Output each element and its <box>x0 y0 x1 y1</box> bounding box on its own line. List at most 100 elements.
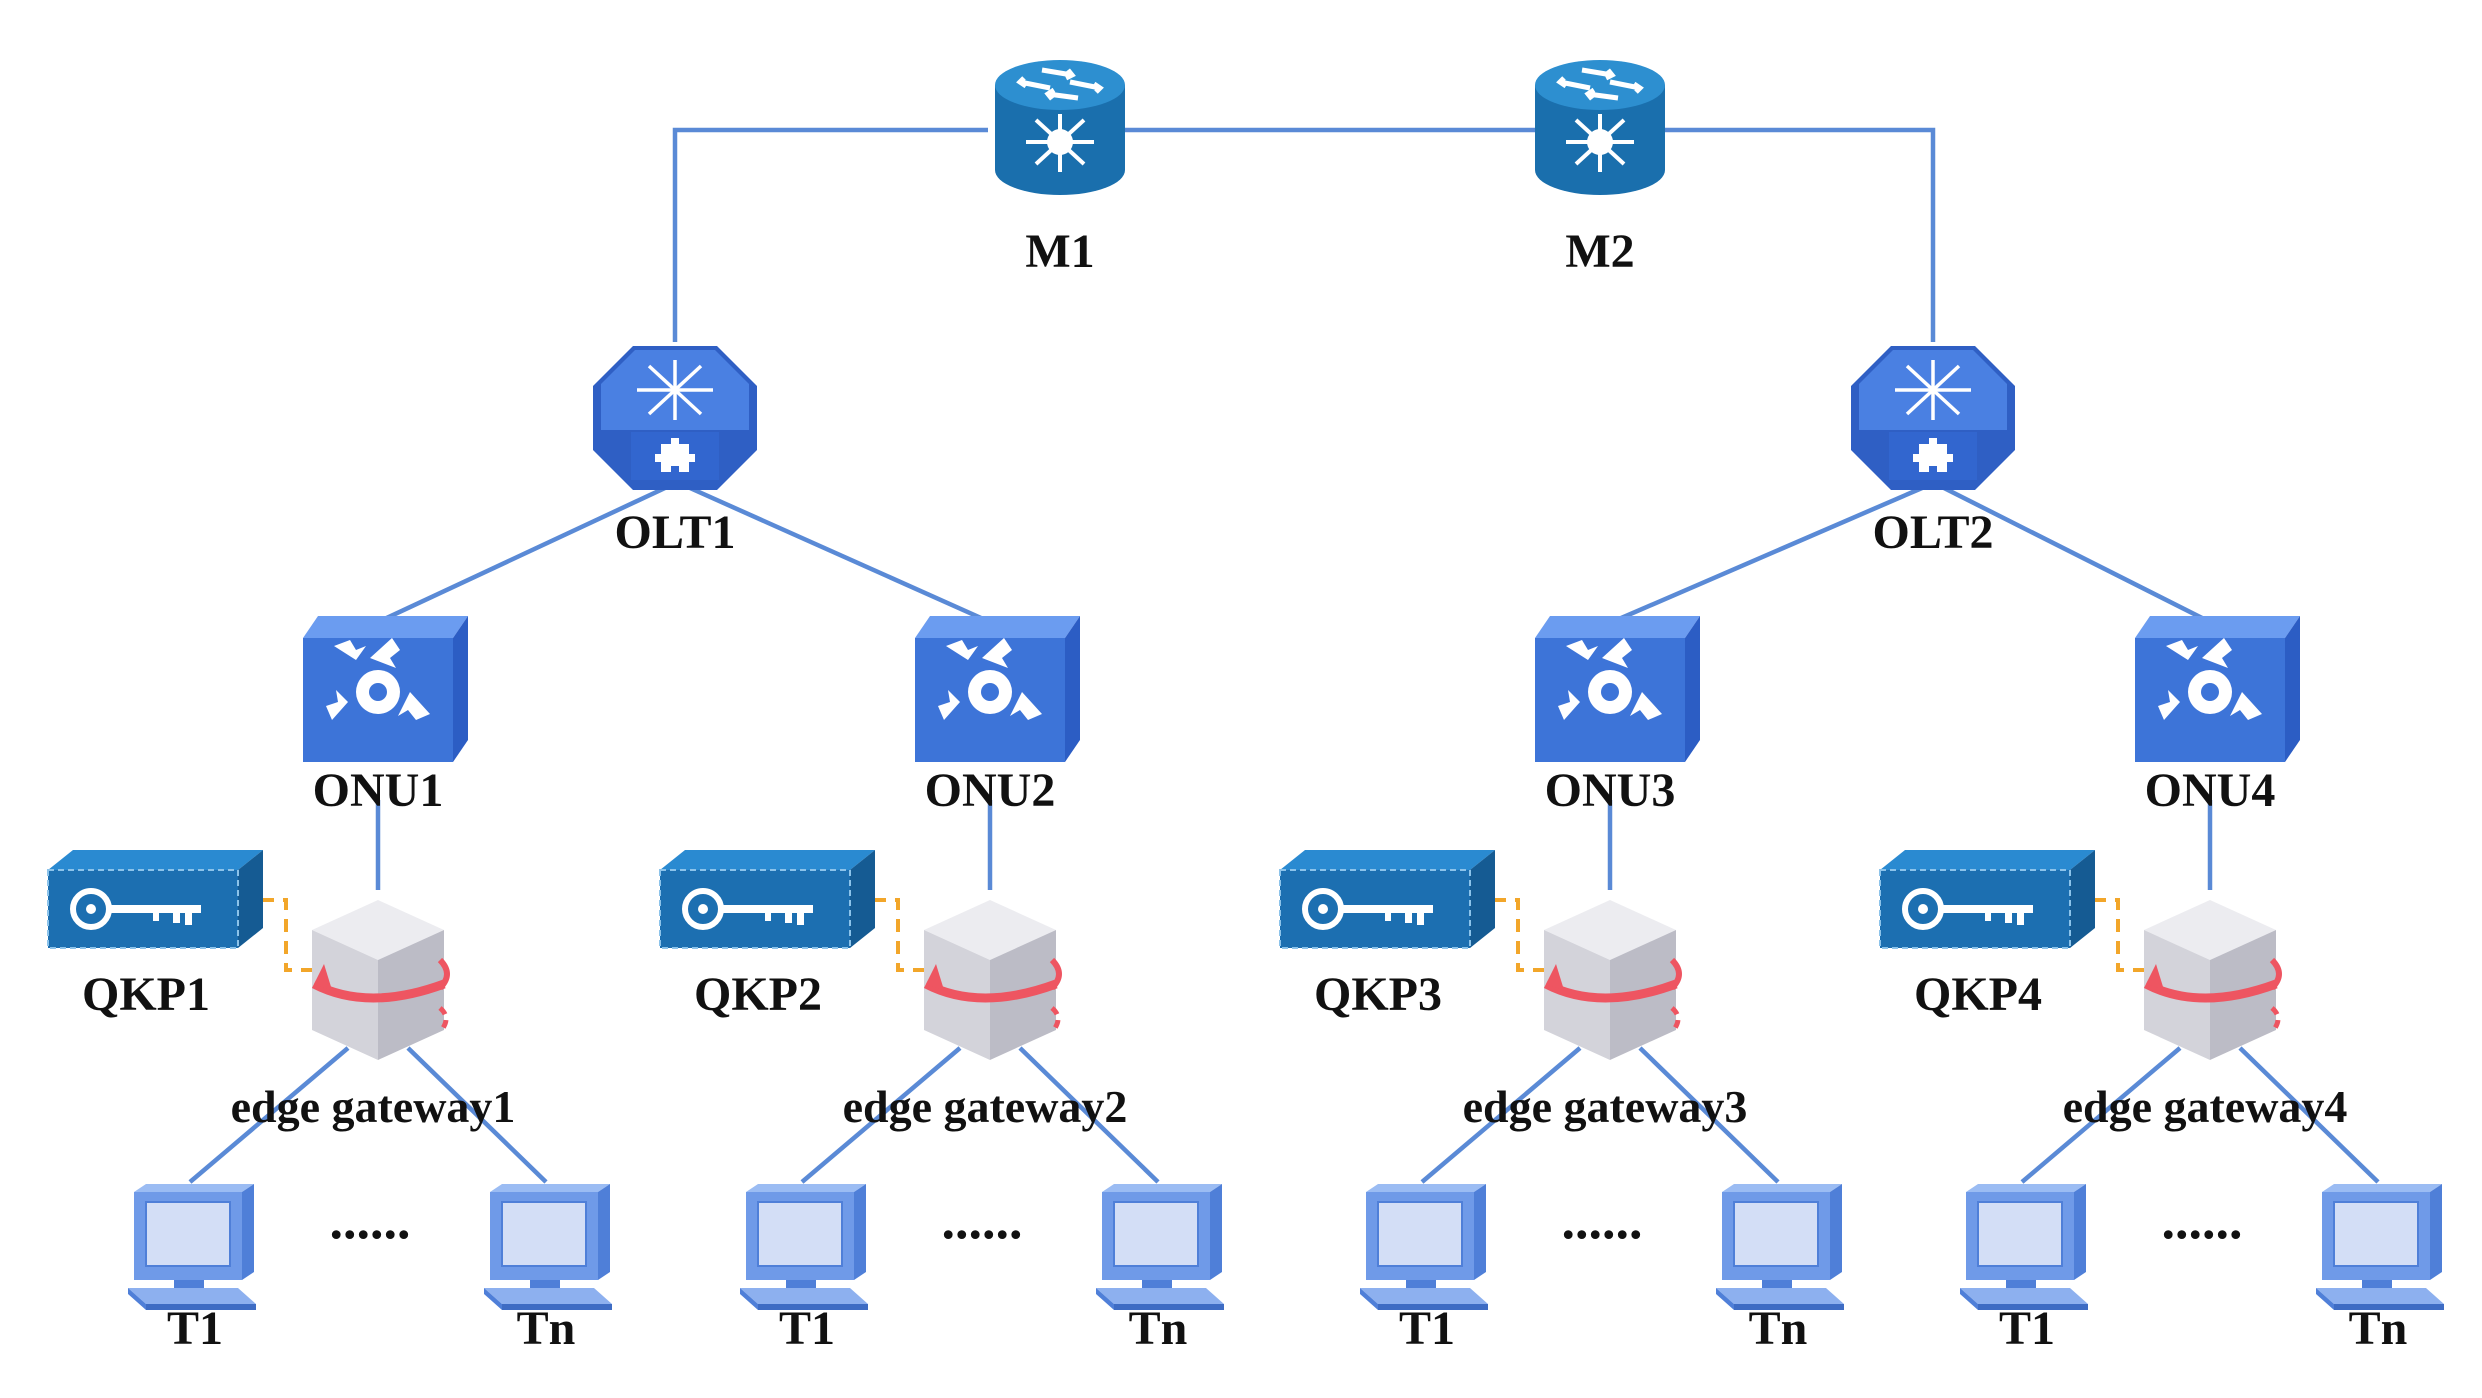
link-m2-olt2 <box>1644 127 1936 342</box>
qkp-icon <box>48 850 263 948</box>
terminal-ellipsis: ...... <box>2162 1190 2243 1250</box>
terminal-t1-label: T1 <box>1999 1302 2055 1355</box>
link-olt2-onu4 <box>1942 485 2212 625</box>
gateway-icon <box>924 900 1059 1060</box>
terminal-tn-label: Tn <box>517 1302 576 1355</box>
terminal-tn <box>1715 1183 1845 1311</box>
core-layer: M1 M2 <box>995 60 1665 278</box>
link-gateway-t1 <box>2020 1046 2182 1184</box>
terminal-tn-label: Tn <box>2349 1302 2408 1355</box>
terminal-tn <box>1095 1183 1225 1311</box>
terminal-icon <box>739 1183 869 1311</box>
olt-2 <box>1849 344 2017 492</box>
terminal-icon <box>1359 1183 1489 1311</box>
onu-device <box>2135 616 2300 762</box>
terminal-tn-label: Tn <box>1749 1302 1808 1355</box>
terminal-ellipsis: ...... <box>1562 1190 1643 1250</box>
edge-gateway-device <box>312 900 447 1060</box>
qkp-device <box>48 850 263 948</box>
onu-icon <box>2135 616 2300 762</box>
terminal-t1-label: T1 <box>779 1302 835 1355</box>
onu-label: ONU1 <box>313 764 444 817</box>
link-olt2-onu3 <box>1611 485 1923 625</box>
terminal-icon <box>127 1183 257 1311</box>
qkp-icon <box>660 850 875 948</box>
onu-device <box>1535 616 1700 762</box>
terminal-icon <box>1715 1183 1845 1311</box>
link-gateway-t1 <box>800 1046 962 1184</box>
terminal-icon <box>1959 1183 2089 1311</box>
qkp-label: QKP3 <box>1314 968 1442 1021</box>
gateway-icon <box>312 900 447 1060</box>
terminal-t1 <box>1959 1183 2089 1311</box>
router-icon <box>1535 60 1665 195</box>
gateway-icon <box>2144 900 2279 1060</box>
m1-label: M1 <box>1025 225 1094 278</box>
onu-icon <box>1535 616 1700 762</box>
core-router-m2 <box>1535 60 1665 195</box>
quantum-key-link <box>261 898 316 972</box>
terminal-t1-label: T1 <box>167 1302 223 1355</box>
olt2-label: OLT2 <box>1873 506 1994 559</box>
terminal-icon <box>2315 1183 2445 1311</box>
link-olt1-onu1 <box>377 485 666 625</box>
edge-gateway-label: edge gateway4 <box>2063 1081 2348 1132</box>
onu-icon <box>915 616 1080 762</box>
qkp-icon <box>1880 850 2095 948</box>
link-m1-olt1 <box>672 127 988 342</box>
link-gateway-tn <box>2238 1046 2380 1184</box>
qkp-device <box>1880 850 2095 948</box>
link-gateway-tn <box>406 1046 548 1184</box>
olt-1 <box>591 344 759 492</box>
network-links <box>377 127 2212 625</box>
edge-gateway-label: edge gateway3 <box>1463 1081 1748 1132</box>
qkp-device <box>1280 850 1495 948</box>
onu-icon <box>303 616 468 762</box>
onu-device <box>303 616 468 762</box>
quantum-key-link <box>1493 898 1548 972</box>
link-gateway-tn <box>1018 1046 1160 1184</box>
edge-gateway-device <box>1544 900 1679 1060</box>
qkp-label: QKP2 <box>694 968 822 1021</box>
edge-gateway-label: edge gateway1 <box>231 1081 516 1132</box>
olt1-label: OLT1 <box>615 506 736 559</box>
edge-gateway-device <box>2144 900 2279 1060</box>
core-router-m1 <box>995 60 1125 195</box>
terminal-icon <box>1095 1183 1225 1311</box>
link-gateway-tn <box>1638 1046 1780 1184</box>
edge-gateway-label: edge gateway2 <box>843 1081 1128 1132</box>
olt-switch-icon <box>1849 344 2017 492</box>
m2-label: M2 <box>1565 225 1634 278</box>
gateway-icon <box>1544 900 1679 1060</box>
quantum-key-link <box>873 898 928 972</box>
link-gateway-t1 <box>188 1046 350 1184</box>
onu-label: ONU4 <box>2145 764 2276 817</box>
terminal-ellipsis: ...... <box>330 1190 411 1250</box>
terminal-t1 <box>127 1183 257 1311</box>
router-icon <box>995 60 1125 195</box>
qkp-icon <box>1280 850 1495 948</box>
terminal-icon <box>483 1183 613 1311</box>
terminal-ellipsis: ...... <box>942 1190 1023 1250</box>
onu-label: ONU2 <box>925 764 1056 817</box>
qkp-label: QKP1 <box>82 968 210 1021</box>
olt-switch-icon <box>591 344 759 492</box>
link-olt1-onu2 <box>689 485 991 625</box>
quantum-key-link <box>2093 898 2148 972</box>
terminal-t1 <box>739 1183 869 1311</box>
terminal-tn <box>483 1183 613 1311</box>
onu-label: ONU3 <box>1545 764 1676 817</box>
onu-device <box>915 616 1080 762</box>
link-gateway-t1 <box>1420 1046 1582 1184</box>
edge-gateway-device <box>924 900 1059 1060</box>
qkp-device <box>660 850 875 948</box>
qkp-label: QKP4 <box>1914 968 2042 1021</box>
terminal-tn <box>2315 1183 2445 1311</box>
olt-layer: OLT1 OLT2 <box>591 344 2017 559</box>
